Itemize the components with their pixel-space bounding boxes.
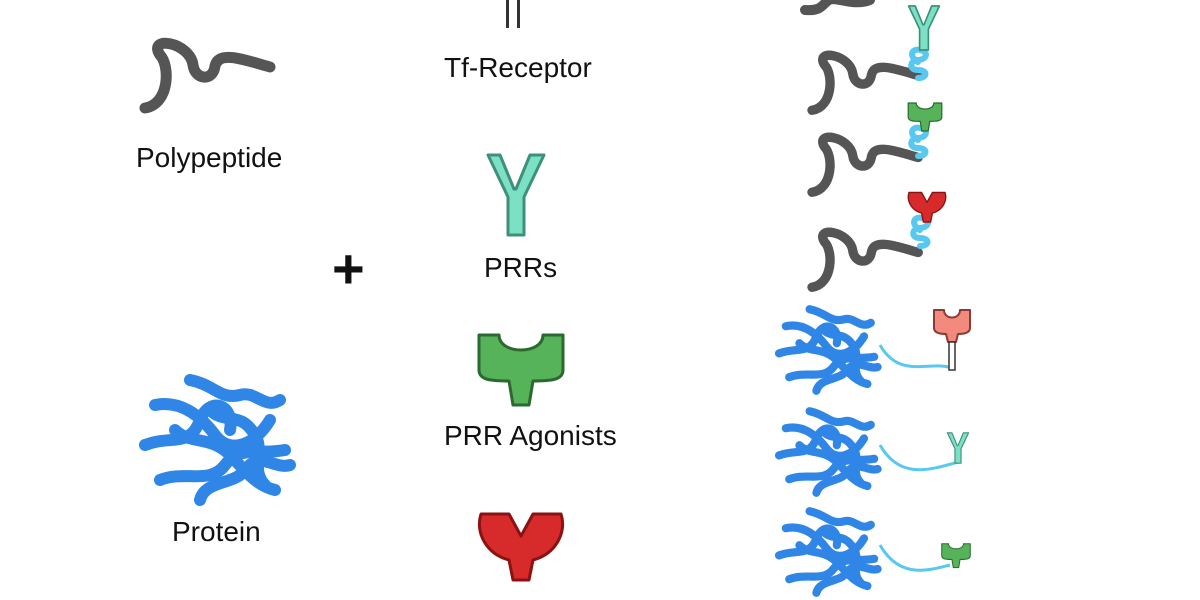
prrs-label: PRRs (484, 252, 558, 283)
tf-receptor-icon (506, 0, 520, 28)
prr-agonist-cup-icon (477, 333, 565, 407)
conjugate-protein-agonist (779, 511, 971, 593)
conjugate-protein-prr (779, 411, 970, 493)
conjugate-poly-tf (800, 0, 875, 16)
conjugate-protein-tf (779, 309, 971, 391)
plus-sign: + (332, 237, 365, 300)
prr-agonists-label: PRR Agonists (444, 420, 617, 451)
tf-receptor-label: Tf-Receptor (444, 52, 592, 83)
protein-tangle-icon (145, 380, 290, 500)
red-heart-ligand-icon (477, 512, 565, 582)
conjugate-poly-prr (812, 5, 941, 110)
protein-label: Protein (172, 516, 261, 547)
polypeptide-label: Polypeptide (136, 142, 283, 173)
conjugate-poly-agonist (812, 102, 943, 192)
polypeptide-chain-icon (145, 43, 270, 108)
prr-y-receptor-icon (486, 153, 546, 237)
conjugate-poly-heart (812, 191, 947, 287)
